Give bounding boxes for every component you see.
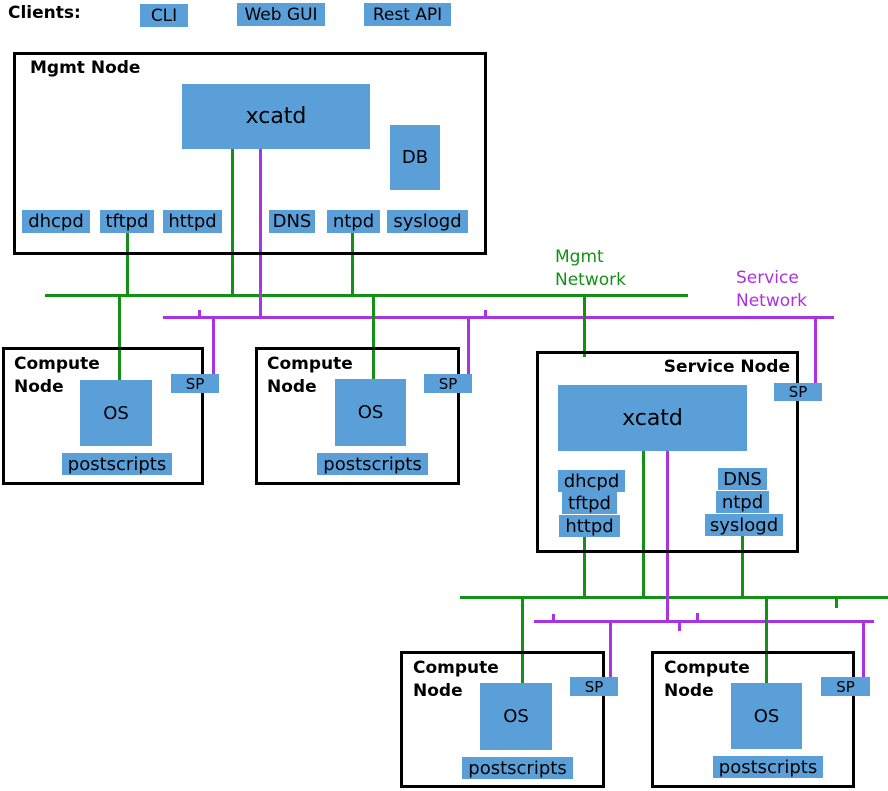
mgmt-ntpd-box: ntpd [327, 210, 380, 233]
service-net-to-compute1-sp-connector [212, 317, 215, 377]
compute-node-1-os-box: OS [80, 380, 152, 446]
mgmt-net-to-compute1-os-connector [118, 295, 121, 381]
lower-service-network-bus-line [534, 620, 874, 623]
service-network-bus-line [163, 316, 834, 319]
compute-node-2-box [255, 347, 460, 485]
service-net-to-compute2-sp-connector [467, 317, 470, 377]
compute-node-2-title: Compute Node [267, 354, 353, 397]
compute-node-4-box [651, 651, 855, 788]
service-node-box [536, 351, 799, 553]
lower-service-net-to-compute3-sp-connector [609, 620, 612, 680]
mgmt-httpd-box: httpd [163, 210, 222, 233]
mgmt-node-box [13, 52, 487, 255]
lower-service-net-to-compute4-sp-connector [862, 620, 865, 682]
compute-node-3-title: Compute Node [413, 658, 499, 701]
compute-node-3-sp-box: SP [570, 677, 618, 696]
client-rest-api-box: Rest API [364, 3, 451, 26]
compute-node-4-postscripts-box: postscripts [713, 756, 823, 778]
lower-mgmt-network-bus-line [460, 596, 888, 599]
mgmt-db-box: DB [390, 125, 440, 190]
compute-node-4-title: Compute Node [664, 658, 750, 701]
sn-xcatd-to-lower-service-net-connector [666, 451, 669, 623]
service-node-sp-box: SP [774, 383, 822, 401]
mgmt-net-to-compute2-os-connector [372, 295, 375, 380]
lower-net-to-compute4-os-connector [765, 596, 768, 684]
compute-node-1-postscripts-box: postscripts [62, 453, 172, 475]
lower-mgmt-net-stub [835, 597, 838, 608]
compute-node-4-sp-box: SP [821, 677, 870, 696]
clients-heading: Clients: [8, 3, 81, 23]
lower-service-net-stub-1 [552, 614, 555, 622]
service-node-httpd-box: httpd [559, 515, 620, 537]
lower-service-net-stub-3 [678, 621, 681, 631]
compute-node-2-os-box: OS [335, 379, 406, 446]
compute-node-2-postscripts-box: postscripts [317, 453, 428, 475]
client-cli-box: CLI [140, 4, 188, 27]
service-node-xcatd-box: xcatd [558, 385, 747, 451]
compute-node-1-sp-box: SP [171, 374, 219, 393]
sn-httpd-to-lower-net-connector [583, 535, 586, 599]
lower-net-to-compute3-os-connector [521, 596, 524, 684]
compute-node-2-sp-box: SP [424, 374, 472, 393]
lower-service-net-stub-2 [696, 613, 699, 622]
service-node-title: Service Node [663, 357, 790, 377]
tftpd-to-mgmt-net-connector [126, 233, 129, 297]
mgmt-node-title: Mgmt Node [30, 58, 141, 78]
compute-node-1-title: Compute Node [14, 354, 100, 397]
mgmt-dhcpd-box: dhcpd [22, 210, 90, 233]
service-node-syslogd-box: syslogd [705, 514, 783, 536]
mgmt-network-label-line2: Network [555, 270, 626, 290]
compute-node-4-os-box: OS [731, 683, 802, 749]
service-node-dns-box: DNS [718, 468, 767, 490]
compute-node-1-box [2, 347, 204, 485]
mgmt-dns-box: DNS [269, 210, 315, 233]
service-net-stub-1 [198, 310, 201, 318]
service-network-label-line1: Service [736, 268, 799, 288]
service-node-tftpd-box: tftpd [562, 492, 617, 514]
service-network-label: Service Network [736, 267, 807, 313]
service-net-to-service-node-sp-connector [814, 317, 817, 385]
xcatd-to-mgmt-net-connector [231, 148, 234, 297]
mgmt-network-label: Mgmt Network [555, 246, 626, 292]
compute-node-3-box [400, 651, 605, 788]
ntpd-to-mgmt-net-connector [351, 233, 354, 297]
mgmt-net-to-service-node-connector [583, 295, 586, 357]
xcatd-to-service-net-connector [259, 148, 262, 319]
mgmt-tftpd-box: tftpd [100, 210, 154, 233]
service-network-label-line2: Network [736, 291, 807, 311]
service-node-dhcpd-box: dhcpd [558, 470, 625, 492]
mgmt-syslogd-box: syslogd [387, 210, 468, 233]
client-web-gui-box: Web GUI [237, 3, 325, 26]
compute-node-3-postscripts-box: postscripts [462, 757, 573, 779]
sn-syslogd-to-lower-net-connector [741, 535, 744, 599]
mgmt-network-label-line1: Mgmt [555, 247, 604, 267]
mgmt-xcatd-box: xcatd [182, 84, 370, 149]
sn-xcatd-to-lower-mgmt-net-connector [642, 451, 645, 599]
compute-node-3-os-box: OS [480, 683, 552, 750]
mgmt-network-bus-line [45, 294, 688, 297]
service-net-stub-2 [484, 310, 487, 318]
service-node-ntpd-box: ntpd [716, 491, 769, 513]
